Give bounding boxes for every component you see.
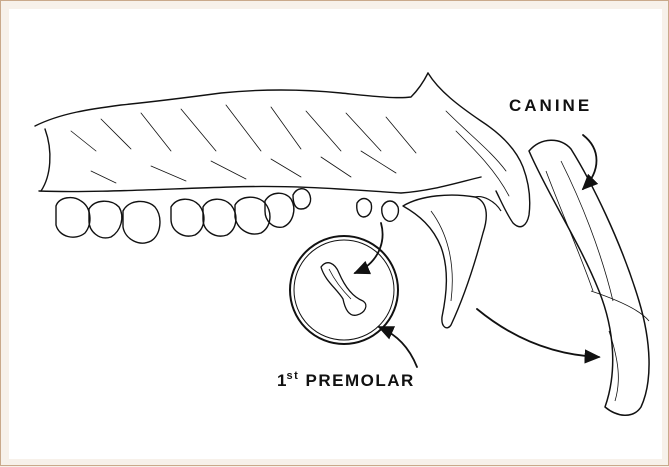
canine-label: CANINE [509, 96, 592, 116]
premolar-label: 1st PREMOLAR [277, 370, 415, 391]
jaw-illustration [35, 73, 530, 243]
premolar-ordinal-suffix: st [286, 370, 299, 382]
premolar-name: PREMOLAR [305, 371, 414, 390]
canine-in-jaw [403, 195, 501, 328]
